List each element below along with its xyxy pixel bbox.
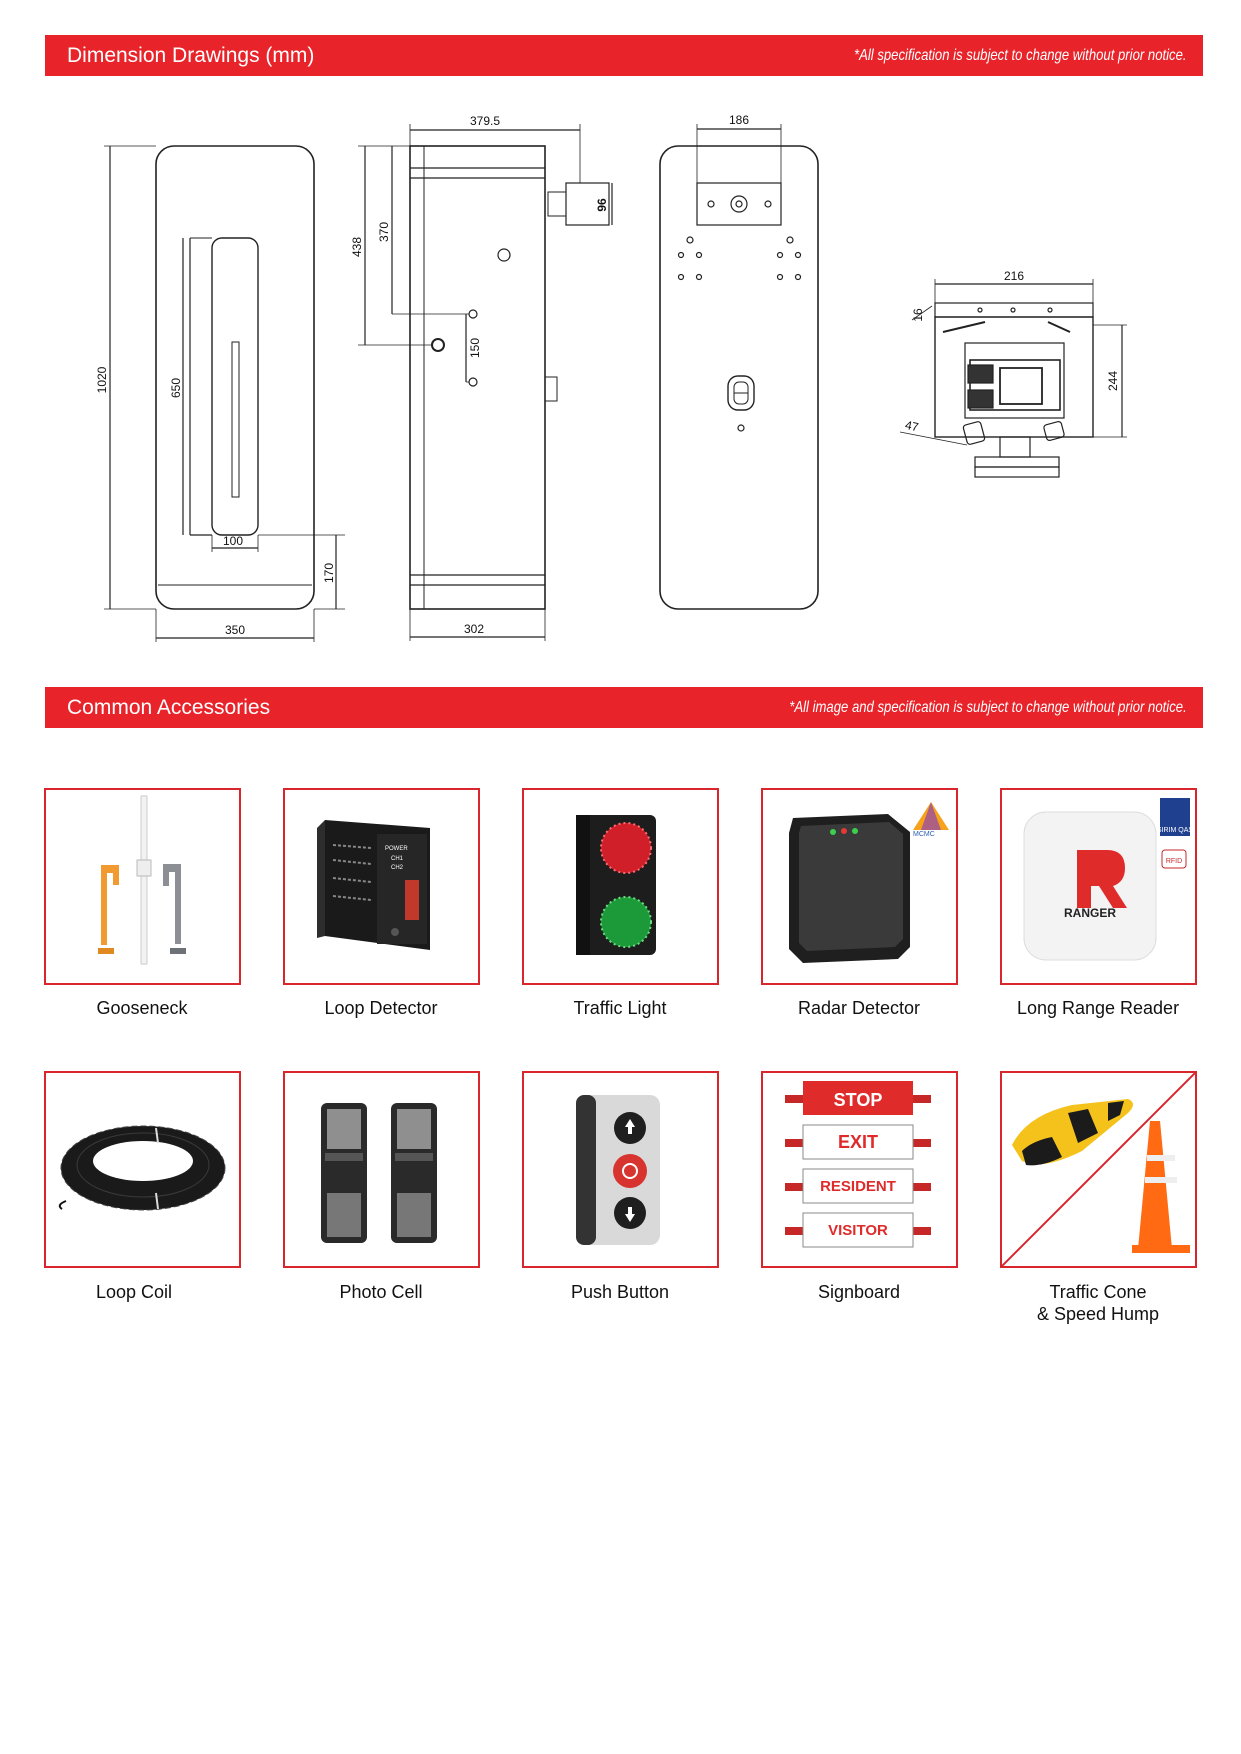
- dim-side-438: 438: [350, 237, 364, 257]
- dim-side-370: 370: [377, 222, 391, 242]
- dim-detail-47: 47: [904, 418, 920, 435]
- common-accessories-banner: Common Accessories *All image and specif…: [45, 687, 1203, 728]
- accessory-card-push-button[interactable]: [522, 1071, 719, 1268]
- section-note: *All image and specification is subject …: [789, 698, 1187, 716]
- dim-front-slot-width: 100: [223, 534, 243, 548]
- accessory-label: Loop Coil: [95, 1282, 173, 1302]
- back-view-drawing: [659, 124, 819, 610]
- dim-back-top-width: 186: [729, 113, 749, 127]
- dimension-drawings-banner: Dimension Drawings (mm) *All specificati…: [45, 35, 1203, 76]
- accessory-label: Long Range Reader: [1016, 998, 1180, 1018]
- accessory-card-radar-detector[interactable]: MCMC: [761, 788, 958, 985]
- photo-cell-icon: [321, 1103, 437, 1243]
- long-range-reader-icon: RANGER SIRIM QAS RFID: [1023, 798, 1194, 961]
- signboard-icon: STOP EXIT RESIDENT VISITOR: [785, 1081, 931, 1248]
- loop-coil-icon: [58, 1125, 226, 1211]
- dimension-drawings: 1020 650 100 170 350 379: [95, 113, 1127, 642]
- accessory-label: Loop Detector: [324, 998, 438, 1018]
- section-title: Dimension Drawings (mm): [67, 43, 315, 67]
- accessory-label-line1: Traffic Cone: [1049, 1282, 1147, 1302]
- sign-exit: EXIT: [838, 1132, 878, 1152]
- dim-side-96: 96: [595, 198, 609, 212]
- accessory-label-line2: & Speed Hump: [1036, 1304, 1160, 1324]
- accessory-label: Signboard: [817, 1282, 901, 1302]
- accessory-label: Radar Detector: [797, 998, 921, 1018]
- accessory-card-signboard[interactable]: STOP EXIT RESIDENT VISITOR: [761, 1071, 958, 1268]
- section-note: *All specification is subject to change …: [854, 46, 1187, 64]
- reader-brand-text: RANGER: [1064, 906, 1116, 920]
- accessory-label: Photo Cell: [339, 1282, 423, 1302]
- dim-side-base: 302: [464, 622, 484, 636]
- dim-front-height: 1020: [95, 366, 109, 393]
- accessory-label: Push Button: [570, 1282, 670, 1302]
- traffic-cone-speed-hump-icon: [1002, 1073, 1195, 1266]
- dim-detail-244: 244: [1106, 371, 1120, 391]
- section-title: Common Accessories: [67, 695, 271, 719]
- loop-detector-power: POWER: [385, 846, 408, 852]
- dim-front-bottom: 170: [322, 563, 336, 583]
- radar-detector-icon: MCMC: [789, 802, 949, 963]
- dim-front-width: 350: [225, 623, 245, 637]
- accessory-label: Gooseneck: [96, 998, 188, 1018]
- gooseneck-icon: [98, 795, 186, 965]
- dim-side-150: 150: [468, 338, 482, 358]
- dim-front-slot: 650: [169, 378, 183, 398]
- accessory-card-photo-cell[interactable]: [283, 1071, 480, 1268]
- front-view-drawing: [104, 145, 345, 642]
- dim-detail-216: 216: [1004, 269, 1024, 283]
- sirim-badge-text: SIRIM QAS: [1157, 827, 1194, 834]
- radar-logo-text: MCMC: [913, 831, 935, 838]
- traffic-light-icon: [576, 815, 656, 955]
- loop-detector-icon: POWER CH1 CH2: [317, 820, 430, 950]
- accessory-label: Traffic Cone & Speed Hump: [978, 1281, 1218, 1325]
- push-button-icon: [576, 1095, 660, 1245]
- loop-detector-ch2: CH2: [391, 865, 404, 871]
- accessory-label: Traffic Light: [573, 998, 667, 1018]
- side-view-drawing: [358, 124, 613, 641]
- dim-detail-16: 16: [911, 308, 925, 322]
- loop-detector-ch1: CH1: [391, 856, 404, 862]
- accessory-card-loop-coil[interactable]: [44, 1071, 241, 1268]
- accessory-card-traffic-cone-speed-hump[interactable]: [1000, 1071, 1197, 1268]
- accessory-card-loop-detector[interactable]: POWER CH1 CH2: [283, 788, 480, 985]
- sign-visitor: VISITOR: [828, 1222, 888, 1239]
- accessory-card-long-range-reader[interactable]: RANGER SIRIM QAS RFID: [1000, 788, 1197, 985]
- detail-view-drawing: [899, 279, 1127, 478]
- sign-resident: RESIDENT: [820, 1178, 896, 1195]
- sign-stop: STOP: [834, 1090, 883, 1110]
- rfid-badge-text: RFID: [1166, 858, 1182, 865]
- accessory-card-traffic-light[interactable]: [522, 788, 719, 985]
- accessory-card-gooseneck[interactable]: [44, 788, 241, 985]
- dim-side-depth: 379.5: [470, 114, 500, 128]
